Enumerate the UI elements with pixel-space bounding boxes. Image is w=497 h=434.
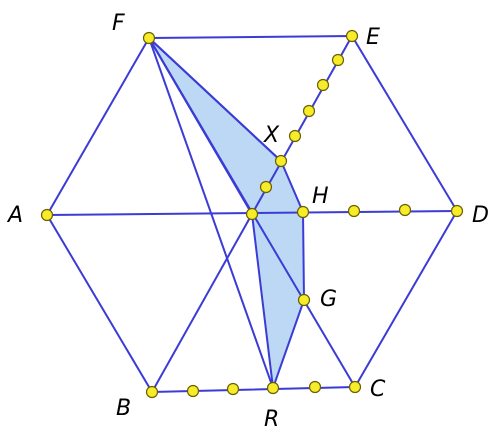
segment-f-x (148, 37, 282, 162)
point-ec-4 (288, 129, 302, 143)
point-g (297, 293, 311, 307)
segment-f-center (148, 37, 253, 215)
point-ec-6 (259, 180, 273, 194)
label-e: E (366, 25, 380, 50)
point-b (145, 385, 159, 399)
point-od-3 (398, 203, 412, 217)
point-ec-2 (316, 78, 330, 92)
point-h (296, 205, 310, 219)
point-c (348, 380, 362, 394)
point-r (266, 381, 280, 395)
point-bc-1 (186, 384, 200, 398)
label-x: X (263, 123, 280, 148)
points (40, 29, 464, 399)
point-f (142, 31, 156, 45)
label-d: D (472, 203, 489, 228)
segment-f-r (148, 37, 274, 389)
point-ec-1 (331, 53, 345, 67)
label-b: B (116, 396, 131, 421)
point-x (274, 154, 288, 168)
point-d (450, 204, 464, 218)
point-a (40, 208, 54, 222)
label-g: G (320, 287, 337, 312)
label-h: H (312, 184, 329, 209)
point-e (345, 29, 359, 43)
label-f: F (112, 11, 125, 36)
label-r: R (264, 407, 279, 432)
point-ec-3 (302, 104, 316, 118)
point-bc-2 (226, 382, 240, 396)
point-center (245, 207, 259, 221)
label-c: C (370, 377, 386, 402)
point-bc-4 (308, 380, 322, 394)
point-od-2 (347, 204, 361, 218)
label-a: A (6, 203, 23, 228)
